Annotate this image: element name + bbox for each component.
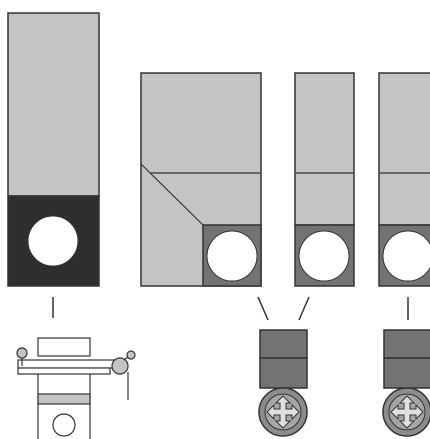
panel-corner-cut-hole (206, 230, 258, 282)
mechanism-pulley (111, 357, 129, 375)
panel-cropped-hole (382, 230, 430, 282)
right-knob-arrows (390, 395, 424, 429)
connector-mid-right (298, 296, 310, 321)
panel-narrow-cropped (378, 72, 430, 287)
right-block-lower (383, 357, 430, 389)
mechanism-carriage (37, 393, 91, 405)
mechanism-pulley-link (123, 356, 129, 361)
mid-knob-arrows (266, 395, 300, 429)
panel-narrow-upper (294, 72, 355, 226)
mechanism-bottom-rail (17, 367, 111, 375)
panel-corner-cut (140, 72, 262, 287)
panel-narrow-hole (298, 230, 350, 282)
panel-cropped-upper (378, 72, 430, 226)
mid-block-upper (259, 329, 308, 359)
mechanism-wheel (52, 413, 76, 437)
panel-black-base-hole (27, 215, 79, 267)
mechanism-pulley-pin (126, 350, 136, 360)
mechanism-top-block (37, 337, 91, 357)
connector-lines (52, 296, 409, 321)
panel-narrow (294, 72, 355, 287)
mechanism-left-pin (16, 347, 28, 359)
mid-block-lower (259, 357, 308, 389)
turntable-mechanism-icon (16, 337, 136, 439)
right-block-upper (383, 329, 430, 359)
four-way-arrow-knob-icon-cropped (382, 387, 430, 437)
panel-black-base-upper (7, 12, 100, 197)
mechanism-top-rail (17, 359, 121, 369)
connector-mid-left (257, 296, 269, 321)
block-and-knob-icon-cropped (382, 329, 430, 437)
panel-black-base (7, 12, 100, 287)
four-way-arrow-knob-icon (258, 387, 308, 437)
panel-corner-cut-diagonal (140, 163, 204, 226)
block-and-knob-icon (258, 329, 308, 437)
